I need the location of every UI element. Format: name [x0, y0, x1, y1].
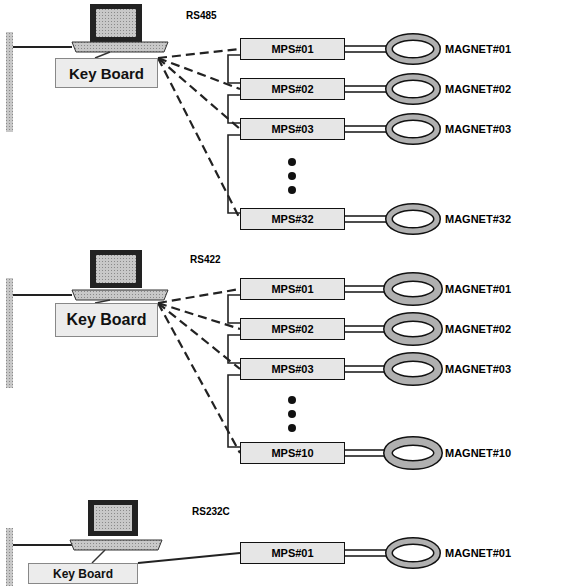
power-supply-box: MPS#01 [240, 278, 345, 300]
magnet-ring [383, 71, 443, 107]
magnet-label: MAGNET#01 [445, 545, 511, 561]
magnet-ring [383, 311, 443, 347]
connector [345, 86, 390, 92]
magnet-ring [383, 31, 443, 67]
magnet-label: MAGNET#02 [445, 321, 511, 337]
connector [345, 216, 390, 222]
magnet-ring [383, 271, 443, 307]
magnet-ring [383, 111, 443, 147]
computer-symbol [72, 250, 168, 303]
magnet-coil: MAGNET#02 [383, 71, 516, 107]
keyboard-label: Key Board [66, 311, 146, 329]
magnet-label: MAGNET#10 [445, 445, 511, 461]
interface-label: RS232C [192, 506, 230, 517]
box-label: MPS#03 [271, 363, 313, 375]
magnet-coil: MAGNET#03 [383, 351, 516, 387]
box-label: MPS#10 [271, 447, 313, 459]
magnet-coil: MAGNET#03 [383, 111, 516, 147]
connector [138, 553, 240, 563]
computer-symbol [72, 4, 168, 58]
connector [228, 135, 240, 213]
magnet-coil: MAGNET#01 [383, 271, 516, 307]
magnet-label: MAGNET#03 [445, 361, 511, 377]
magnet-label: MAGNET#03 [445, 121, 511, 137]
power-supply-box: MPS#01 [240, 542, 345, 564]
box-label: MPS#01 [271, 43, 313, 55]
magnet-coil: MAGNET#32 [383, 201, 516, 237]
box-label: MPS#32 [271, 213, 313, 225]
power-supply-box: MPS#03 [240, 118, 345, 140]
connector [228, 95, 240, 123]
connector [158, 303, 240, 453]
magnet-ring [383, 351, 443, 387]
keyboard-box: Key Board [55, 58, 158, 88]
magnet-coil: MAGNET#01 [383, 31, 516, 67]
power-supply-box: MPS#03 [240, 358, 345, 380]
connector [345, 126, 390, 132]
keyboard-box: Key Board [55, 303, 158, 337]
keyboard-label: Key Board [69, 65, 144, 82]
power-supply-box: MPS#02 [240, 318, 345, 340]
interface-label: RS422 [190, 254, 221, 265]
magnet-coil: MAGNET#01 [383, 535, 516, 571]
connector [345, 46, 390, 52]
box-label: MPS#01 [271, 283, 313, 295]
magnet-label: MAGNET#01 [445, 281, 511, 297]
magnet-label: MAGNET#01 [445, 41, 511, 57]
computer-symbol [70, 500, 162, 563]
power-supply-box: MPS#32 [240, 208, 345, 230]
box-label: MPS#01 [271, 547, 313, 559]
box-label: MPS#02 [271, 83, 313, 95]
power-supply-box: MPS#01 [240, 38, 345, 60]
box-label: MPS#03 [271, 123, 313, 135]
magnet-coil: MAGNET#10 [383, 435, 516, 471]
keyboard-box: Key Board [28, 563, 138, 584]
connector [228, 55, 240, 83]
power-supply-box: MPS#02 [240, 78, 345, 100]
connector [228, 335, 240, 363]
magnet-label: MAGNET#32 [445, 211, 511, 227]
connector [228, 375, 240, 447]
power-supply-box: MPS#10 [240, 442, 345, 464]
magnet-label: MAGNET#02 [445, 81, 511, 97]
wall-bar [6, 32, 13, 586]
connector [228, 295, 240, 323]
wall-line [13, 47, 72, 545]
keyboard-label: Key Board [53, 567, 113, 581]
magnet-ring [383, 435, 443, 471]
magnet-ring [383, 535, 443, 571]
interface-label: RS485 [186, 10, 217, 21]
connector [345, 550, 390, 556]
magnet-ring [383, 201, 443, 237]
box-label: MPS#02 [271, 323, 313, 335]
magnet-coil: MAGNET#02 [383, 311, 516, 347]
